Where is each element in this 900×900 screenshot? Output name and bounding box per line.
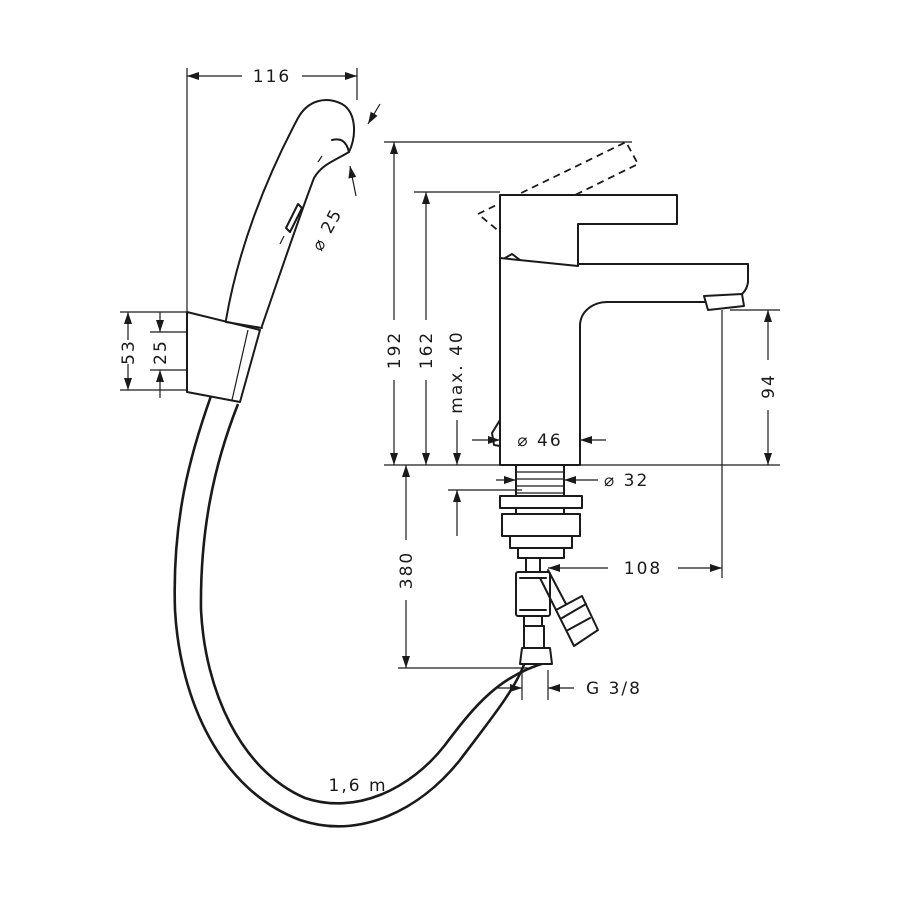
dim-hose-length: 1,6 m [329,776,388,796]
dim-holder-height-bracket: 25 [151,339,171,365]
mixer-tap [476,140,749,665]
dim-base-diameter: ⌀ 46 [517,431,562,451]
threaded-shank [499,464,583,559]
dimension-labels: 116 ⌀ 25 53 25 192 162 max. 40 94 ⌀ 46 ⌀… [119,67,779,796]
dim-supply-hose-length: 380 [397,551,417,589]
shower-hose [173,395,549,828]
wall-holder [186,311,263,403]
dim-holder-height-total: 53 [119,339,139,365]
dim-height-to-body-top: 162 [417,331,437,369]
dim-spout-projection: 108 [624,559,662,579]
dim-spout-outlet-height: 94 [759,373,779,399]
hand-shower [225,99,355,327]
dim-handshower-length: 116 [253,67,291,87]
supply-connections [515,557,599,665]
dim-handshower-diameter: ⌀ 25 [308,205,347,254]
dim-shank-diameter: ⌀ 32 [604,471,649,491]
dim-max-deck-thickness: max. 40 [447,330,467,413]
dimension-lines [120,68,780,700]
dim-connection-thread: G 3/8 [586,679,642,699]
dim-height-to-lever: 192 [385,331,405,369]
